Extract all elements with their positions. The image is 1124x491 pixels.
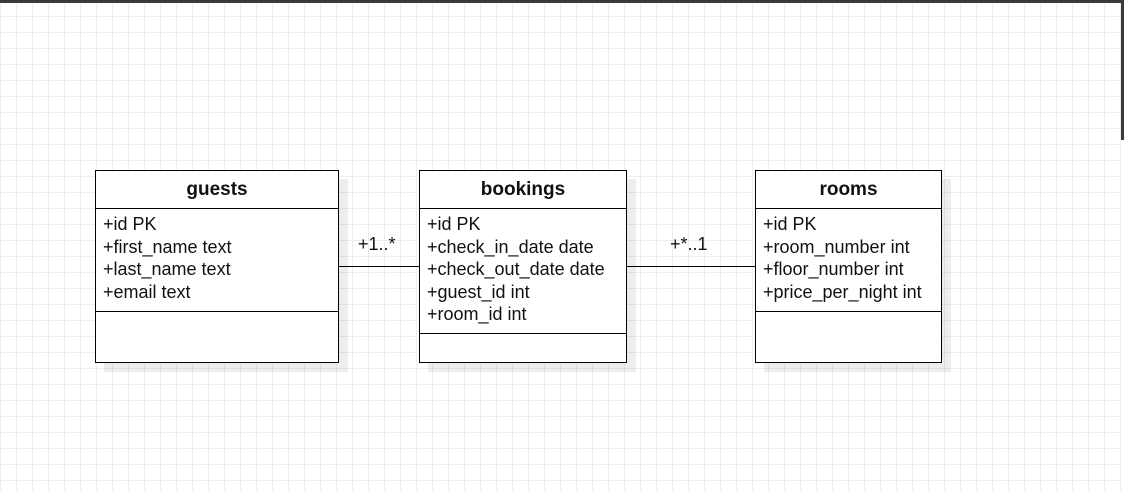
window-right-border-gap (1121, 140, 1124, 491)
attribute-row: +check_out_date date (427, 259, 605, 279)
attribute-row: +id PK (103, 214, 157, 234)
attribute-row: +price_per_night int (763, 281, 922, 302)
multiplicity-label-bookings-rooms: +*..1 (670, 234, 708, 254)
attribute-row: +first_name text (103, 236, 232, 257)
entity-attributes: +id PK +first_name text +last_name text … (96, 209, 338, 312)
attribute-row: +last_name text (103, 259, 231, 279)
entity-title: guests (96, 171, 338, 209)
entity-rooms[interactable]: rooms +id PK +room_number int +floor_num… (755, 170, 942, 363)
attribute-row: +check_in_date date (427, 236, 594, 257)
multiplicity-label-guests-bookings: +1..* (358, 234, 396, 254)
relationship-line-bookings-rooms[interactable] (627, 266, 755, 267)
attribute-row: +id PK (427, 214, 481, 234)
attribute-row: +room_number int (763, 236, 910, 257)
entity-title: bookings (420, 171, 626, 209)
entity-attributes: +id PK +room_number int +floor_number in… (756, 209, 941, 312)
attribute-row: +id PK (763, 214, 817, 234)
window-top-border (0, 0, 1124, 3)
entity-title: rooms (756, 171, 941, 209)
attribute-row: +guest_id int (427, 281, 530, 302)
entity-guests[interactable]: guests +id PK +first_name text +last_nam… (95, 170, 339, 363)
relationship-line-guests-bookings[interactable] (339, 266, 419, 267)
entity-bookings[interactable]: bookings +id PK +check_in_date date +che… (419, 170, 627, 363)
attribute-row: +floor_number int (763, 259, 904, 279)
attribute-row: +room_id int (427, 304, 527, 324)
entity-attributes: +id PK +check_in_date date +check_out_da… (420, 209, 626, 334)
attribute-row: +email text (103, 281, 191, 302)
